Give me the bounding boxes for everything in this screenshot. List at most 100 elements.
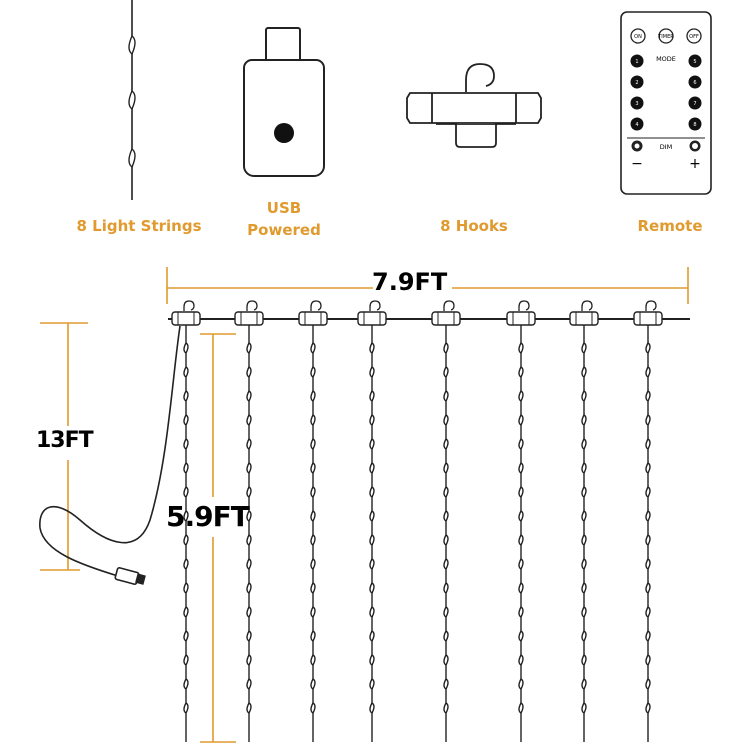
hook-clip — [506, 300, 536, 326]
light-bulb — [183, 534, 189, 546]
light-bulb — [183, 702, 189, 714]
light-bulb — [369, 558, 375, 570]
light-bulb — [581, 678, 587, 690]
remote-label: Remote — [637, 217, 703, 235]
light-bulb — [246, 438, 252, 450]
light-bulb — [246, 462, 252, 474]
svg-text:ON: ON — [634, 34, 642, 40]
light-string — [581, 325, 587, 742]
light-bulb — [246, 390, 252, 402]
light-bulb — [310, 534, 316, 546]
light-bulb — [518, 630, 524, 642]
width-dimension-line — [166, 267, 689, 304]
light-bulb — [128, 34, 136, 56]
light-bulb — [443, 390, 449, 402]
light-bulb — [518, 414, 524, 426]
light-bulb — [369, 390, 375, 402]
light-bulb — [443, 558, 449, 570]
light-bulb — [310, 558, 316, 570]
light-bulb — [183, 606, 189, 618]
light-bulb — [518, 654, 524, 666]
light-bulb — [246, 678, 252, 690]
light-string-icon — [128, 0, 136, 200]
light-bulb — [183, 342, 189, 354]
light-bulb — [369, 462, 375, 474]
svg-text:7: 7 — [693, 101, 696, 107]
light-bulb — [581, 462, 587, 474]
light-bulb — [645, 366, 651, 378]
light-bulb — [518, 678, 524, 690]
light-bulb — [369, 414, 375, 426]
light-bulb — [443, 630, 449, 642]
light-bulb — [310, 366, 316, 378]
light-bulb — [443, 486, 449, 498]
light-bulb — [369, 486, 375, 498]
light-bulb — [310, 606, 316, 618]
light-bulb — [246, 342, 252, 354]
string-length-label: 5.9FT — [166, 500, 250, 533]
light-bulb — [581, 390, 587, 402]
light-bulb — [645, 630, 651, 642]
light-bulb — [183, 438, 189, 450]
light-strings — [183, 325, 651, 742]
remote-number-button: 5 — [688, 54, 702, 68]
light-bulb — [369, 678, 375, 690]
light-bulb — [310, 438, 316, 450]
hook-clip — [357, 300, 387, 326]
light-bulb — [518, 534, 524, 546]
light-bulb — [310, 702, 316, 714]
svg-text:6: 6 — [693, 80, 696, 86]
remote-number-button: 2 — [630, 75, 644, 89]
light-string — [443, 325, 449, 742]
svg-text:TIMER: TIMER — [657, 34, 674, 40]
light-bulb — [246, 606, 252, 618]
light-bulb — [246, 510, 252, 522]
hook-clip — [431, 300, 461, 326]
light-bulb — [310, 678, 316, 690]
light-strings-label: 8 Light Strings — [76, 217, 202, 235]
usb-label-line2: Powered — [247, 221, 321, 239]
light-bulb — [581, 630, 587, 642]
light-bulb — [183, 510, 189, 522]
light-bulb — [581, 342, 587, 354]
light-bulb — [443, 582, 449, 594]
light-bulb — [246, 486, 252, 498]
light-bulb — [369, 342, 375, 354]
hook-clip — [234, 300, 264, 326]
light-string — [183, 325, 189, 742]
light-bulb — [310, 654, 316, 666]
remote-top-button: ON — [630, 28, 646, 44]
light-bulb — [581, 486, 587, 498]
light-bulb — [518, 702, 524, 714]
svg-text:1: 1 — [635, 59, 638, 65]
light-bulb — [645, 462, 651, 474]
light-bulb — [183, 630, 189, 642]
light-bulb — [310, 486, 316, 498]
light-bulb — [581, 534, 587, 546]
svg-text:4: 4 — [635, 122, 638, 128]
light-bulb — [183, 390, 189, 402]
hook-clip — [171, 300, 201, 326]
light-bulb — [183, 558, 189, 570]
light-bulb — [645, 654, 651, 666]
light-bulb — [443, 606, 449, 618]
remote-number-button: 4 — [630, 117, 644, 131]
light-bulb — [645, 582, 651, 594]
light-bulb — [645, 534, 651, 546]
light-bulb — [183, 486, 189, 498]
light-bulb — [310, 462, 316, 474]
light-bulb — [443, 510, 449, 522]
light-bulb — [443, 678, 449, 690]
light-bulb — [645, 678, 651, 690]
light-bulb — [128, 147, 136, 169]
light-string — [246, 325, 252, 742]
light-bulb — [581, 438, 587, 450]
remote-number-button: 1 — [630, 54, 644, 68]
light-bulb — [183, 582, 189, 594]
light-bulb — [443, 462, 449, 474]
light-bulb — [310, 630, 316, 642]
light-string — [310, 325, 316, 742]
light-bulb — [128, 89, 136, 111]
svg-text:OFF: OFF — [689, 34, 699, 40]
